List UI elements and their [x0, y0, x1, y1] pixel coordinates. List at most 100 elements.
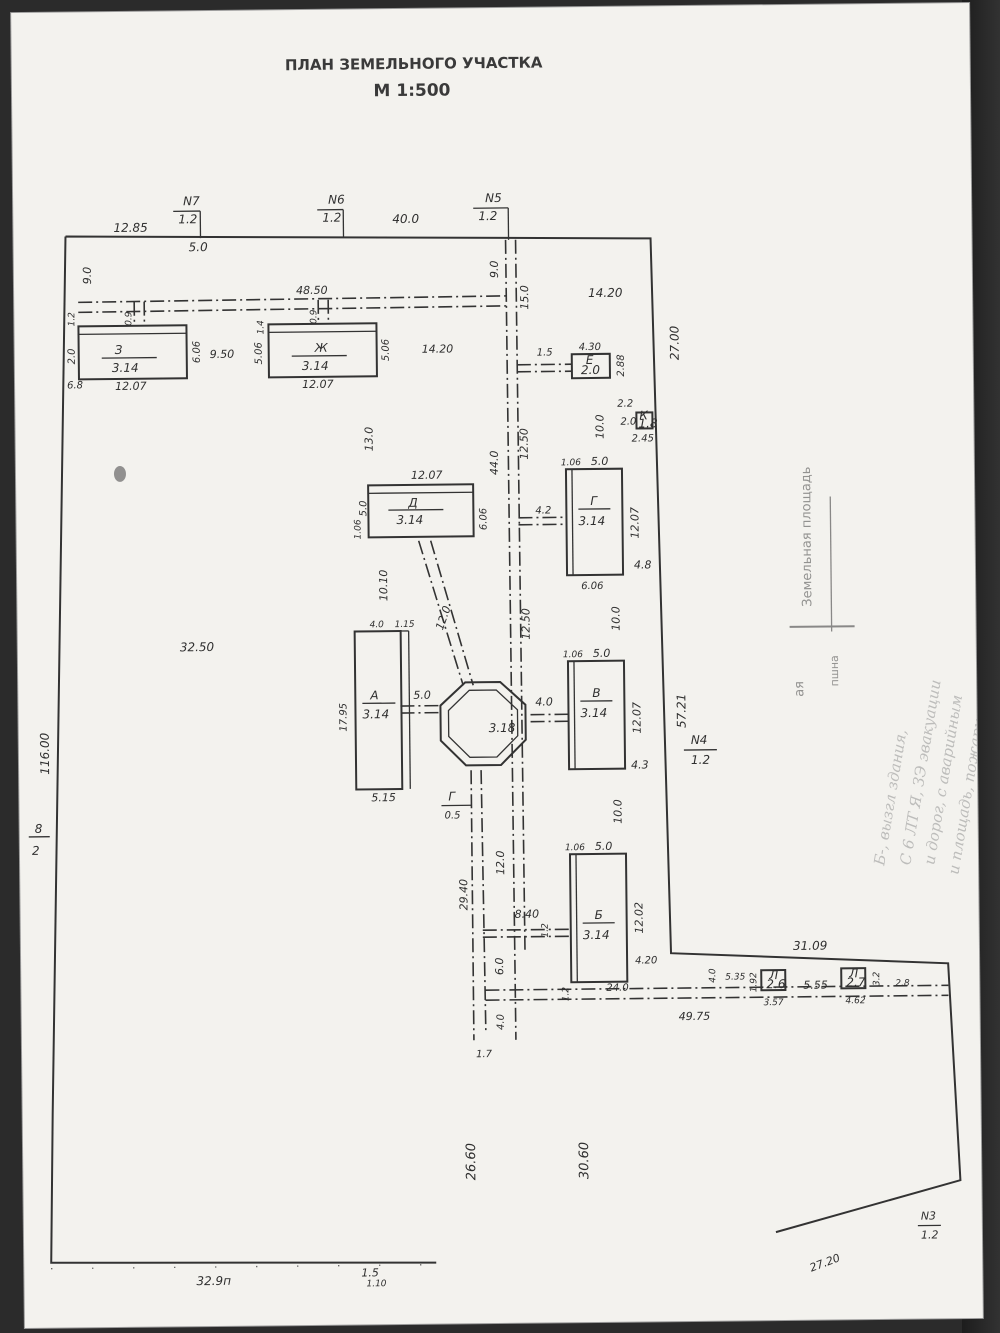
dim-zh-12-07: 12.07: [302, 378, 334, 391]
dim-g-4-2: 4.2: [535, 505, 551, 516]
building-zh-letter: Ж: [314, 341, 329, 355]
dim-v-13-0: 13.0: [362, 427, 375, 452]
dim-b-4-0: 4.0: [708, 968, 718, 983]
dim-b-1-92: 1.92: [749, 972, 759, 992]
left-fraction: 8 2: [28, 822, 50, 858]
dim-b-2-8: 2.8: [895, 979, 910, 989]
dim-g-5-0: 5.0: [591, 455, 609, 468]
building-g-code: 3.14: [578, 514, 605, 528]
point-n4-name: N4: [691, 733, 708, 747]
dim-z-2-0: 2.0: [67, 348, 78, 364]
dim-left-116-00: 116.00: [38, 732, 52, 774]
point-n7-name: N7: [183, 194, 200, 208]
dim-zh-0-9: 0.9: [309, 309, 319, 324]
dim-v-9-0: 9.0: [488, 260, 501, 278]
dim-e-1-5: 1.5: [537, 347, 553, 358]
dim-b-4-20: 4.20: [635, 955, 657, 966]
dim-v-12-50-b: 12.50: [519, 608, 532, 640]
building-m-letter: Л: [848, 966, 858, 980]
dim-b-24-0: 24.0: [606, 983, 628, 994]
dim-left-32-50: 32.50: [180, 640, 215, 654]
dim-e-4-30: 4.30: [579, 342, 601, 353]
dim-bottom-1-5: 1.5: [361, 1266, 379, 1279]
dim-v-12-50-a: 12.50: [518, 428, 531, 460]
dim-b-3-2: 3.2: [872, 971, 882, 986]
dim-z-1-2: 1.2: [67, 312, 77, 327]
point-n6: N6 1.2: [317, 193, 345, 237]
ink-smudge: [113, 465, 126, 482]
dim-b-3-57: 3.57: [763, 998, 783, 1008]
dim-v-10-10: 10.10: [377, 570, 390, 602]
point-n3: N3 1.2: [917, 1209, 941, 1242]
dim-27-00: 27.00: [667, 325, 681, 360]
dim-d-12-07: 12.07: [411, 469, 443, 482]
building-v-letter: В: [592, 686, 600, 700]
dim-v-12-07: 12.07: [630, 702, 643, 734]
handwriting-bleed: Б-, вызгл здания, С 6 ЛТ Я, ЗЭ эвакуации…: [870, 651, 983, 876]
dim-v-6-0: 6.0: [493, 957, 506, 975]
dim-b-8-40: 8.40: [515, 908, 540, 921]
dim-v-12-0-b: 12.0: [494, 850, 507, 875]
point-n5-name: N5: [485, 191, 502, 205]
dim-14-20-a: 14.20: [422, 342, 454, 355]
building-small-l: Л 2.6: [760, 968, 787, 992]
point-n5: N5 1.2: [473, 191, 510, 240]
dim-g-12-07: 12.07: [628, 507, 641, 539]
dim-v-5-0: 5.0: [593, 647, 611, 660]
marker-g-value: 0.5: [445, 810, 461, 821]
dim-k-2-2: 2.2: [617, 399, 633, 410]
building-z-code: 3.14: [112, 361, 139, 375]
dim-z-6-06: 6.06: [192, 341, 203, 363]
dim-v-1-06: 1.06: [563, 650, 583, 660]
building-d-code: 3.14: [396, 513, 423, 527]
building-l-letter: Л: [768, 968, 778, 982]
dim-b-12-02: 12.02: [632, 902, 645, 934]
dim-d-6-06: 6.06: [478, 508, 489, 530]
point-n5-value: 1.2: [478, 209, 497, 223]
dim-b-1-2: 1.2: [541, 923, 551, 938]
building-d: Д 3.14: [367, 483, 475, 539]
point-n6-name: N6: [328, 193, 345, 207]
point-g-marker: Г 0.5: [441, 789, 472, 822]
dim-v-12-0: 12.0: [433, 604, 453, 631]
point-n4: N4 1.2: [683, 733, 717, 767]
dim-zh-1-4: 1.4: [256, 320, 266, 335]
plan-scale: М 1:500: [373, 80, 450, 101]
dim-48-50: 48.50: [296, 284, 328, 297]
dim-9-0-left: 9.0: [81, 267, 94, 285]
utility-lines: [78, 239, 949, 1041]
dim-e-2-88: 2.88: [616, 354, 627, 376]
point-n4-value: 1.2: [691, 753, 710, 767]
point-n3-name: N3: [921, 1209, 936, 1222]
building-g: Г 3.14: [564, 467, 625, 577]
dim-27-20: 27.20: [808, 1251, 842, 1274]
dim-40-0: 40.0: [392, 212, 419, 226]
building-g-letter: Г: [590, 494, 598, 508]
building-v-code: 3.14: [580, 706, 607, 720]
dim-z-0-9: 0.9: [124, 311, 134, 326]
dim-bottom-1-10: 1.10: [366, 1279, 386, 1289]
dim-v-44-0: 44.0: [488, 450, 501, 475]
dim-b-5-35: 5.35: [725, 972, 745, 982]
stamp-partial-1: ая: [792, 681, 807, 697]
dim-31-09: 31.09: [793, 939, 828, 953]
dim-g-6-06: 6.06: [581, 581, 603, 592]
dim-z-6-8: 6.8: [67, 380, 83, 391]
building-zh-code: 3.14: [302, 359, 329, 373]
bleed-through-stamp: Земельная площадь ая пшна: [789, 467, 855, 697]
dim-a-5-15: 5.15: [371, 791, 396, 804]
dim-v-10-0-b: 10.0: [611, 799, 624, 824]
building-e-code: 2.0: [581, 363, 601, 377]
dim-gap-9-50: 9.50: [210, 348, 235, 361]
building-small-m: Л 2.7: [840, 966, 867, 990]
point-n7: N7 1.2: [173, 194, 202, 239]
dim-b-5-55: 5.55: [803, 979, 828, 992]
building-b-code: 3.14: [583, 928, 610, 942]
dim-26-60: 26.60: [464, 1143, 479, 1180]
dim-29-40: 29.40: [457, 879, 470, 911]
dim-g-1-06: 1.06: [561, 458, 581, 468]
land-plan-sheet: ПЛАН ЗЕМЕЛЬНОГО УЧАСТКА М 1:500 N7 1.2 N…: [11, 3, 983, 1328]
dim-v-15-0: 15.0: [518, 285, 531, 310]
dim-5-0: 5.0: [189, 240, 209, 254]
land-plan-drawing: ПЛАН ЗЕМЕЛЬНОГО УЧАСТКА М 1:500 N7 1.2 N…: [28, 53, 983, 1289]
